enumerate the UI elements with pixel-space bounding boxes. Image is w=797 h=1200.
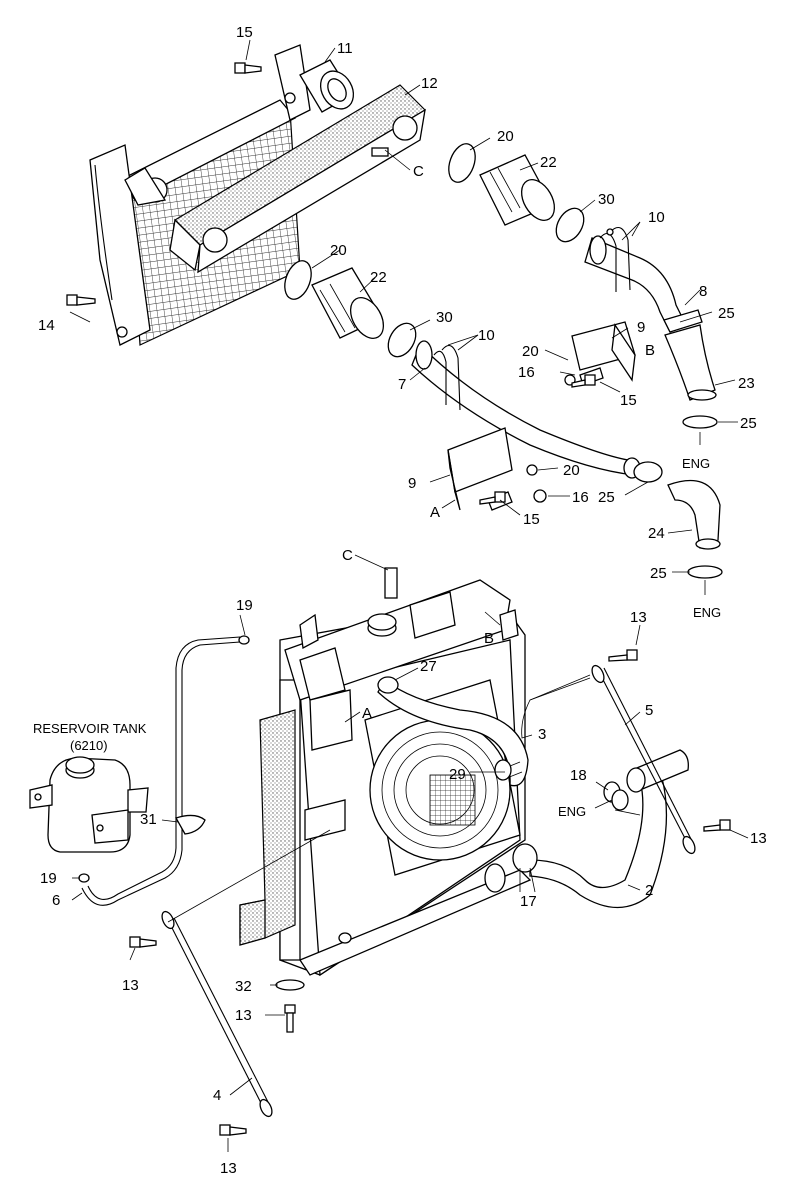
callout-20-upper: 20 (522, 343, 539, 360)
ref-a-lower: A (362, 705, 372, 722)
bolts (66, 62, 731, 1136)
pipe-24 (664, 324, 717, 401)
reservoir-title: RESERVOIR TANK (33, 721, 147, 736)
callout-27: 27 (420, 658, 437, 675)
radiator-assembly (279, 567, 532, 977)
clamps-misc (494, 759, 629, 811)
stay-rod-4 (161, 910, 273, 1118)
intercooler-crossbar (169, 84, 426, 274)
callout-16-upper: 16 (518, 364, 535, 381)
callout-30-lower: 30 (436, 309, 453, 326)
callout-26-mid: 25 (740, 415, 757, 432)
pipe-7 (411, 340, 641, 479)
hose-3 (377, 676, 529, 787)
ref-c-lower: C (342, 547, 353, 564)
stay-rod-5 (591, 664, 696, 855)
side-guard (239, 709, 296, 946)
callout-23-lower: 22 (370, 269, 387, 286)
callout-24: 23 (738, 375, 755, 392)
hose-11 (299, 59, 355, 113)
callout-15-top: 15 (236, 24, 253, 41)
labels: RESERVOIR TANK (6210) ENG ENG ENG C C B … (33, 24, 767, 1177)
lower-hose-set (284, 260, 417, 358)
callout-6: 6 (52, 892, 60, 909)
ref-b-upper: B (645, 342, 655, 359)
callout-22-lower: 20 (330, 242, 347, 259)
callout-28: 24 (648, 525, 665, 542)
callout-23-upper: 22 (540, 154, 557, 171)
callout-14: 14 (38, 317, 55, 334)
callout-22-upper: 20 (497, 128, 514, 145)
callout-16-lower: 16 (572, 489, 589, 506)
callout-13-c: 13 (122, 977, 139, 994)
callout-10-upper: 10 (648, 209, 665, 226)
callout-32: 32 (235, 978, 252, 995)
callout-11: 11 (337, 40, 353, 57)
callout-10-lower: 10 (478, 327, 495, 344)
callout-19-lower: 19 (40, 870, 57, 887)
upper-hose-set (448, 143, 585, 243)
callout-30-upper: 30 (598, 191, 615, 208)
ref-b-lower: B (484, 630, 494, 647)
callout-29: 29 (449, 766, 466, 783)
callout-3: 3 (538, 726, 546, 743)
bracket-9-a (447, 427, 547, 511)
callout-31: 31 (140, 811, 157, 828)
callout-19-upper: 19 (236, 597, 253, 614)
reservoir-code: (6210) (70, 738, 108, 753)
pipe-8 (584, 226, 703, 333)
reservoir-tank (29, 756, 149, 853)
ref-c-upper: C (413, 163, 424, 180)
hose-5 (626, 749, 689, 793)
callout-9-lower: 9 (408, 475, 416, 492)
callout-5: 5 (645, 702, 653, 719)
callout-8: 8 (699, 283, 707, 300)
callout-2: 2 (645, 882, 653, 899)
callout-13-b: 13 (750, 830, 767, 847)
callout-4: 4 (213, 1087, 221, 1104)
callout-17: 17 (520, 893, 537, 910)
overflow-tube-6 (78, 635, 250, 906)
callout-12: 12 (421, 75, 438, 92)
callout-13-d: 13 (235, 1007, 252, 1024)
hose-2 (512, 777, 668, 908)
callout-15-lower: 15 (523, 511, 540, 528)
callout-9-upper: 9 (637, 319, 645, 336)
callout-18: 18 (570, 767, 587, 784)
callout-26-lower: 25 (598, 489, 615, 506)
ref-eng-3: ENG (558, 804, 586, 819)
callout-13-a: 13 (630, 609, 647, 626)
callout-13-e: 13 (220, 1160, 237, 1177)
callout-7: 7 (398, 376, 406, 393)
leader-lines (69, 39, 749, 1152)
callout-25: 25 (650, 565, 667, 582)
ref-a-upper: A (430, 504, 440, 521)
callout-20-lower: 20 (563, 462, 580, 479)
callout-26-upper: 25 (718, 305, 735, 322)
bracket-9-b (564, 321, 636, 386)
ref-eng-1: ENG (682, 456, 710, 471)
hose-28 (633, 415, 723, 579)
ref-eng-2: ENG (693, 605, 721, 620)
callout-15-upper: 15 (620, 392, 637, 409)
